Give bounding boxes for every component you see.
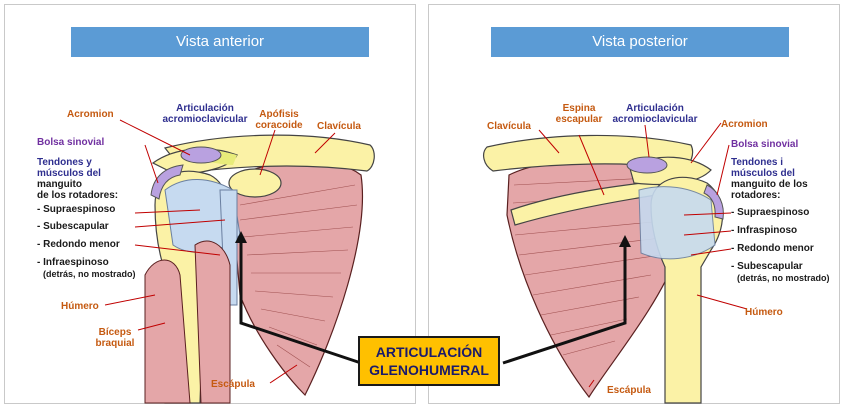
label-supraspinatus: - Supraespinoso: [37, 204, 116, 215]
posterior-shoulder-illustration: [483, 122, 748, 404]
label-rotator-cuff-line2: músculos del: [731, 168, 795, 179]
biceps-muscle: [144, 259, 191, 404]
label-subscapularis-note: (detrás, no mostrado): [737, 273, 830, 283]
label-ac-joint-line1: Articulación: [626, 103, 684, 114]
label-ac-joint-line2: acromioclavicular: [612, 114, 698, 125]
label-humerus: Húmero: [745, 307, 783, 318]
glenohumeral-joint-callout: ARTICULACIÓN GLENOHUMERAL: [358, 336, 500, 386]
label-rotator-cuff-line2: músculos del: [37, 168, 101, 179]
callout-line1: ARTICULACIÓN: [375, 344, 483, 360]
label-acromion: Acromion: [67, 109, 114, 120]
callout-line2: GLENOHUMERAL: [369, 362, 489, 378]
label-infraspinatus-note: (detrás, no mostrado): [43, 269, 136, 279]
label-biceps-line2: braquial: [95, 338, 135, 349]
label-coracoid-line2: coracoide: [255, 120, 303, 131]
biceps-muscle-short: [194, 240, 231, 404]
label-coracoid: Apófisis coracoide: [249, 109, 309, 131]
rotator-cuff-tendons: [638, 186, 716, 260]
label-ac-joint: Articulación acromioclavicular: [605, 103, 705, 125]
label-bursa: Bolsa sinovial: [37, 137, 105, 148]
label-scapula: Escápula: [607, 385, 651, 396]
label-supraspinatus: - Supraespinoso: [731, 207, 810, 218]
label-acromion: Acromion: [721, 119, 768, 130]
label-spine-line2: escapular: [555, 114, 603, 125]
label-bursa: Bolsa sinovial: [731, 139, 799, 150]
label-biceps-line1: Bíceps: [98, 327, 132, 338]
label-rotator-cuff: Tendones i músculos del manguito de los …: [731, 157, 808, 201]
label-clavicle: Clavícula: [317, 121, 361, 132]
label-humerus: Húmero: [61, 301, 99, 312]
label-ac-joint-line2: acromioclavicular: [162, 114, 248, 125]
label-spine-line1: Espina: [562, 103, 596, 114]
label-scapula: Escápula: [211, 379, 255, 390]
label-rotator-cuff-line3: manguito de los: [731, 179, 808, 190]
label-ac-joint-line1: Articulación: [176, 103, 234, 114]
label-ac-joint: Articulación acromioclavicular: [155, 103, 255, 125]
label-scapular-spine: Espina escapular: [549, 103, 609, 125]
label-rotator-cuff-line1: Tendones y: [37, 157, 92, 168]
label-biceps: Bíceps braquial: [85, 327, 145, 349]
anterior-view-title: Vista anterior: [71, 27, 369, 57]
coracoid-shape: [228, 168, 282, 198]
label-rotator-cuff: Tendones y músculos del manguito de los …: [37, 157, 118, 201]
label-infraspinatus: - Infraespinoso: [37, 257, 109, 268]
label-infraspinatus: - Infraspinoso: [731, 225, 798, 236]
label-rotator-cuff-line4: rotadores:: [731, 190, 781, 201]
label-rotator-cuff-line3: manguito: [37, 179, 82, 190]
label-clavicle: Clavícula: [487, 121, 531, 132]
anterior-view-panel: Vista anterior: [4, 4, 416, 404]
label-coracoid-line1: Apófisis: [259, 109, 299, 120]
label-rotator-cuff-line1: Tendones i: [731, 157, 784, 168]
bursa-shape: [150, 164, 184, 200]
anterior-shoulder-illustration: [104, 119, 375, 404]
ac-joint-capsule: [626, 156, 668, 174]
label-subscapularis: - Subescapular: [731, 261, 803, 272]
ac-joint-capsule: [180, 146, 222, 164]
label-subscapularis: - Subescapular: [37, 221, 109, 232]
label-teres-minor: - Redondo menor: [37, 239, 120, 250]
label-rotator-cuff-line4: de los rotadores:: [37, 190, 119, 201]
bursa-shape: [703, 184, 724, 220]
label-teres-minor: - Redondo menor: [731, 243, 814, 254]
posterior-view-title: Vista posterior: [491, 27, 789, 57]
